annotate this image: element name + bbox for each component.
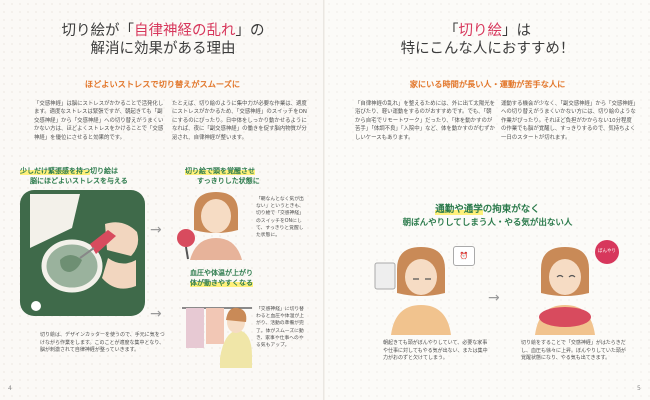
bubble-top: 「朝なんとなく気が出ない」というときも、切り絵で「交感神経」のスイッチをONにし… bbox=[256, 197, 304, 238]
arrow-right: → bbox=[488, 290, 500, 306]
right-callout: 通勤や通学の拘束がなく 朝ぼんやりしてしまう人・やる気が出ない人 bbox=[402, 204, 573, 229]
right-heading: 「切り絵」は 特にこんな人におすすめ！ bbox=[400, 23, 575, 58]
callout-right-top: 切り絵で頭を覚醒させ すっきりした状態に bbox=[185, 167, 260, 186]
page-number-left: 4 bbox=[8, 385, 12, 392]
woman-fan-illustration bbox=[177, 192, 242, 260]
right-bubble-2: 切り絵をすることで「交感神経」がはたらきだし、血圧も徐々に上昇。ぼんやりしていた… bbox=[521, 340, 626, 361]
happy-woman-illustration bbox=[535, 247, 595, 335]
badge-icon: ぼんやり bbox=[595, 240, 619, 264]
arrow-left-top: → bbox=[150, 222, 162, 238]
alarm-clock-icon: ⏰ bbox=[453, 246, 475, 266]
callout-left: 少しだけ緊張感を持つ切り絵は 脳にほどよいストレスを与える bbox=[20, 167, 128, 186]
left-page: 切り絵が「自律神経の乱れ」の 解消に効果がある理由 ほどよいストレスで切り替えが… bbox=[0, 0, 325, 400]
bubble-bottom: 「交感神経」に切り替わると血圧や体温が上がり、活動の準備が完了。体がスムーズに動… bbox=[256, 307, 304, 348]
left-caption: 切り絵は、デザインカッターを使うので、手元に気をつけながら作業をします。このこと… bbox=[40, 332, 165, 353]
left-para-1: 「交感神経」は脳にストレスがかかることで活発化します。適度なストレスは緊張ですが… bbox=[34, 101, 164, 141]
page-number-right: 5 bbox=[637, 385, 641, 392]
callout-right-bottom: 血圧や体温が上がり 体が動きやすくなる bbox=[190, 269, 253, 288]
right-page: 「切り絵」は 特にこんな人におすすめ！ 家にいる時間が長い人・運動が苦手な人に … bbox=[325, 0, 650, 400]
arrow-left-bottom: → bbox=[150, 306, 162, 322]
cutting-illustration bbox=[20, 190, 145, 316]
right-bubble-1: 朝起きても頭がぼんやりしていて、必要な家事や仕事に対してもやる気が出ない、または… bbox=[383, 340, 488, 361]
left-subheading: ほどよいストレスで切り替えがスムーズに bbox=[84, 79, 241, 89]
right-subheading: 家にいる時間が長い人・運動が苦手な人に bbox=[409, 79, 566, 89]
laundry-illustration bbox=[182, 307, 252, 368]
right-para-2: 運動する機会が少なく、「副交感神経」から「交感神経」への切り替えがうまくいかない… bbox=[501, 101, 636, 141]
sleepy-woman-illustration bbox=[374, 247, 451, 335]
left-para-2: たとえば、切り絵のように集中力が必要な作業は、適度にストレスがかかるため、「交感… bbox=[172, 101, 307, 141]
right-para-1: 「自律神経の乱れ」を整えるためには、外に出て太陽光を浴びたり、軽い運動をするのが… bbox=[355, 101, 495, 141]
left-heading: 切り絵が「自律神経の乱れ」の 解消に効果がある理由 bbox=[61, 23, 265, 58]
